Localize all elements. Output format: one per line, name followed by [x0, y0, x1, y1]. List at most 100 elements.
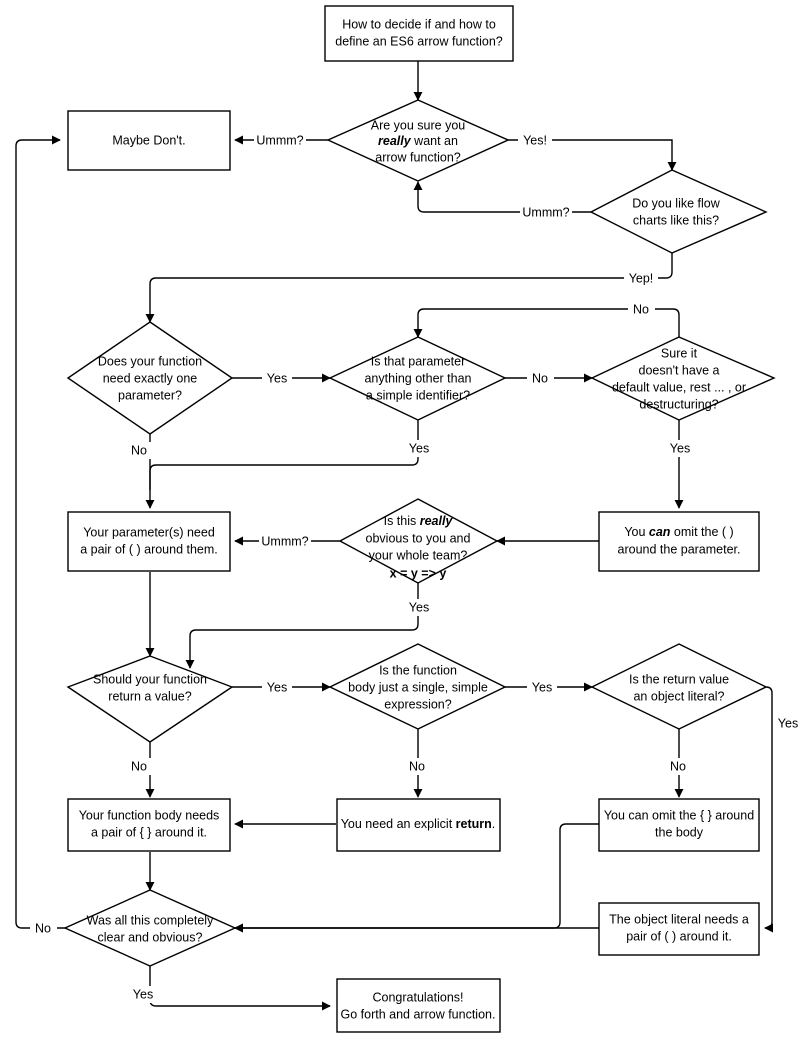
node-explicit-return[interactable]: You need an explicit return. [336, 798, 501, 852]
can-omit-parens-line-1: You can omit the ( ) [624, 525, 733, 539]
edge-label-no-2: No [633, 302, 649, 316]
edge-label-no-1: No [532, 371, 548, 385]
need-parens-line-1: Your parameter(s) need [83, 525, 215, 539]
node-like-flow-charts[interactable]: Do you like flow charts like this? [589, 169, 768, 254]
sure-arrow-line-1: Are you sure you [371, 118, 466, 132]
default-rest-line-1: Sure it [661, 346, 698, 360]
start-line-1: How to decide if and how to [342, 17, 496, 31]
simple-identifier-diamond[interactable] [328, 336, 507, 421]
label-bg-no-3 [126, 442, 153, 459]
edge-object-literal-to-object-literal-parens [764, 686, 774, 933]
maybe-dont-box[interactable] [67, 110, 231, 171]
label-bg-yes-4 [404, 599, 434, 616]
label-bg-yes-3 [404, 440, 434, 457]
label-bg-ummm-2 [520, 204, 572, 221]
congratulations-line-1: Congratulations! [372, 990, 463, 1004]
sure-arrow-diamond[interactable] [326, 99, 510, 182]
label-bg-ummm-3 [259, 533, 311, 550]
sure-arrow-line-2: really want an [378, 134, 458, 148]
maybe-dont-label: Maybe Don't. [112, 133, 185, 147]
can-omit-parens-box[interactable] [598, 511, 760, 572]
label-bg-yes-bang [518, 132, 552, 149]
explicit-return-label: You need an explicit return. [341, 817, 496, 831]
node-object-literal[interactable]: Is the return value an object literal? [590, 643, 768, 730]
like-flow-charts-line-1: Do you like flow [632, 196, 721, 210]
clear-and-obvious-diamond[interactable] [63, 889, 237, 967]
edge-label-yes-1: Yes [267, 371, 287, 385]
node-maybe-dont[interactable]: Maybe Don't. [67, 110, 231, 171]
congratulations-line-2: Go forth and arrow function. [341, 1007, 496, 1021]
edge-label-no-4: No [131, 759, 147, 773]
node-clear-and-obvious[interactable]: Was all this completely clear and obviou… [63, 889, 237, 967]
edge-label-yes-7: Yes [778, 716, 798, 730]
need-braces-line-1: Your function body needs [79, 808, 220, 822]
node-exactly-one-param[interactable]: Does your function need exactly one para… [66, 321, 234, 435]
node-omit-braces[interactable]: You can omit the { } around the body [598, 798, 760, 852]
edge-clear-and-obvious-to-congratulations [149, 966, 331, 1011]
really-obvious-code: x = y => y [390, 566, 447, 580]
single-simple-expression-line-1: Is the function [379, 663, 457, 677]
default-rest-line-3: default value, rest ... , or [612, 380, 746, 394]
edge-like-flow-charts-to-sure-arrow [413, 181, 591, 213]
node-need-braces[interactable]: Your function body needs a pair of { } a… [67, 798, 231, 852]
return-a-value-diamond[interactable] [66, 655, 234, 743]
single-simple-expression-diamond[interactable] [328, 643, 507, 730]
return-a-value-line-2: return a value? [108, 689, 191, 703]
node-default-rest-destructuring[interactable]: Sure it doesn't have a default value, re… [590, 336, 776, 421]
single-simple-expression-line-3: expression? [384, 697, 451, 711]
label-bg-ummm-1 [254, 132, 306, 149]
return-a-value-line-1: Should your function [93, 672, 207, 686]
clear-and-obvious-line-2: clear and obvious? [98, 930, 203, 944]
object-literal-parens-line-1: The object literal needs a [609, 912, 749, 926]
edge-label-ummm-2: Ummm? [522, 205, 569, 219]
node-start[interactable]: How to decide if and how to define an ES… [324, 5, 514, 62]
node-object-literal-parens[interactable]: The object literal needs a pair of ( ) a… [598, 902, 760, 956]
edge-label-no-3: No [131, 443, 147, 457]
node-single-simple-expression[interactable]: Is the function body just a single, simp… [328, 643, 507, 730]
simple-identifier-line-1: Is that parameter [371, 354, 466, 368]
explicit-return-emphasis: return [456, 817, 492, 831]
edge-label-yes-bang: Yes! [523, 133, 547, 147]
label-bg-yes-8 [128, 986, 158, 1003]
edge-label-yep: Yep! [629, 271, 654, 285]
node-really-obvious[interactable]: Is this really obvious to you and your w… [338, 498, 499, 584]
label-bg-yep [624, 270, 658, 287]
label-bg-yes-2 [665, 440, 695, 457]
edge-label-yes-2: Yes [670, 441, 690, 455]
omit-braces-box[interactable] [598, 798, 760, 852]
object-literal-diamond[interactable] [590, 643, 768, 730]
exactly-one-param-diamond[interactable] [66, 321, 234, 435]
edge-label-ummm-1: Ummm? [256, 133, 303, 147]
really-obvious-emphasis: really [420, 514, 454, 528]
exactly-one-param-line-2: need exactly one [103, 371, 198, 385]
edge-labels: Ummm? Yes! Ummm? Yep! Yes No No Yes No Y… [30, 132, 803, 1003]
really-obvious-diamond[interactable] [338, 498, 499, 584]
need-parens-box[interactable] [67, 511, 231, 572]
node-sure-arrow[interactable]: Are you sure you really want an arrow fu… [326, 99, 510, 182]
label-bg-no-4 [126, 758, 153, 775]
node-simple-identifier[interactable]: Is that parameter anything other than a … [328, 336, 507, 421]
label-bg-no-7 [30, 920, 57, 937]
need-parens-line-2: a pair of ( ) around them. [80, 542, 218, 556]
node-can-omit-parens[interactable]: You can omit the ( ) around the paramete… [598, 511, 760, 572]
congratulations-box[interactable] [336, 978, 501, 1033]
node-congratulations[interactable]: Congratulations! Go forth and arrow func… [336, 978, 501, 1033]
like-flow-charts-diamond[interactable] [589, 169, 768, 254]
default-rest-diamond[interactable] [590, 336, 776, 421]
edge-simple-identifier-to-need-parens [149, 420, 419, 490]
edge-label-yes-8: Yes [133, 987, 153, 1001]
label-bg-yes-6 [527, 679, 557, 696]
start-box[interactable] [324, 5, 514, 62]
explicit-return-box[interactable] [336, 798, 501, 852]
edge-default-rest-to-simple-identifier [413, 308, 680, 338]
need-braces-box[interactable] [67, 798, 231, 852]
node-need-parens[interactable]: Your parameter(s) need a pair of ( ) aro… [67, 511, 231, 572]
like-flow-charts-line-2: charts like this? [633, 213, 719, 227]
really-obvious-line-2: obvious to you and [366, 531, 471, 545]
exactly-one-param-line-3: parameter? [118, 388, 182, 402]
object-literal-parens-box[interactable] [598, 902, 760, 956]
node-return-a-value[interactable]: Should your function return a value? [66, 655, 234, 743]
label-bg-yes-7 [773, 715, 803, 732]
edge-clear-and-obvious-to-maybe-dont [15, 135, 65, 929]
